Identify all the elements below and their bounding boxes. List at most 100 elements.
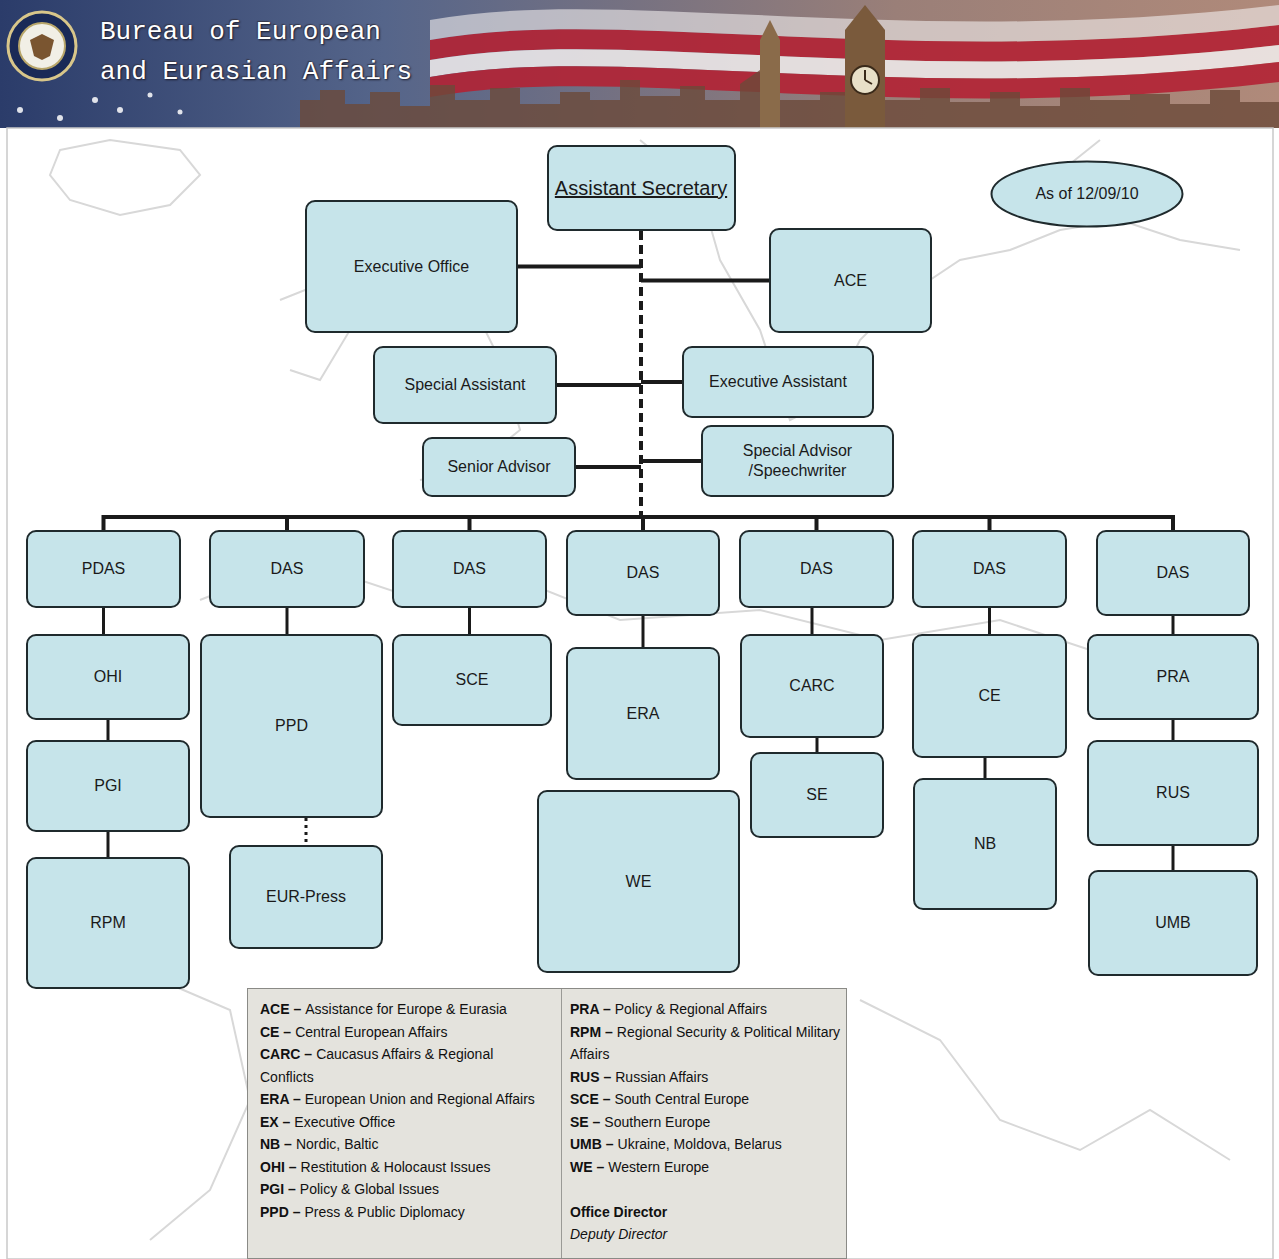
box-label: As of 12/09/10 (1035, 184, 1138, 204)
connector (306, 818, 307, 845)
box-text: DAS (627, 563, 660, 583)
org-box: DAS (392, 530, 547, 608)
box-text: ACE (834, 271, 867, 291)
connector (108, 720, 109, 740)
key-row: UMB –Ukraine, Moldova, Belarus (570, 1133, 846, 1156)
key-row: RPM –Regional Security & Political Milit… (570, 1021, 846, 1066)
key-row: PPD –Press & Public Diplomacy (260, 1201, 542, 1224)
org-box: SE (750, 752, 884, 838)
box-label: Senior Advisor (447, 457, 550, 477)
org-box: PPD (200, 634, 383, 818)
org-box: DAS (1096, 530, 1250, 616)
box-label: UMB (1155, 913, 1191, 933)
box-label: RPM (90, 913, 126, 933)
box-label: DAS (1157, 563, 1190, 583)
connector-segment (557, 383, 641, 387)
org-box: PRA (1087, 634, 1259, 720)
box-label: PRA (1157, 667, 1190, 687)
box-text: PRA (1157, 667, 1190, 687)
connector-segment (641, 517, 1173, 530)
org-box: Senior Advisor (422, 437, 576, 497)
key-gap (570, 1178, 846, 1201)
connector (108, 832, 109, 857)
box-label: ERA (627, 704, 660, 724)
box-text: As of 12/09/10 (1035, 184, 1138, 204)
connector (812, 608, 813, 634)
box-text: DAS (973, 559, 1006, 579)
key-definition: Policy & Global Issues (300, 1181, 439, 1197)
connector (643, 616, 644, 647)
box-text: Executive Assistant (709, 372, 847, 392)
key-abbreviation: RPM – (570, 1024, 613, 1040)
key-abbreviation: NB – (260, 1136, 292, 1152)
key-definition: Press & Public Diplomacy (304, 1204, 464, 1220)
box-label: RUS (1156, 783, 1190, 803)
key-column: PRA –Policy & Regional AffairsRPM –Regio… (561, 989, 846, 1258)
connector (287, 608, 288, 634)
org-box: EUR-Press (229, 845, 383, 949)
key-column: ACE –Assistance for Europe & Eurasia CE –… (260, 989, 542, 1223)
connector (985, 758, 986, 778)
box-label: DAS (800, 559, 833, 579)
box-label: SCE (456, 670, 489, 690)
key-row: SE –Southern Europe (570, 1111, 846, 1134)
abbreviation-key: ACE –Assistance for Europe & Eurasia CE –… (247, 988, 847, 1259)
connector-segment (1172, 846, 1175, 870)
box-label: DAS (453, 559, 486, 579)
box-text: CARC (789, 676, 834, 696)
connector-segment (639, 231, 643, 517)
connector-segment (518, 265, 641, 269)
banner (0, 0, 1279, 128)
connector-segment (107, 720, 110, 740)
box-label: SE (806, 785, 827, 805)
key-row: ACE –Assistance for Europe & Eurasia (260, 998, 542, 1021)
key-abbreviation: PPD – (260, 1204, 300, 1220)
org-box: DAS (566, 530, 720, 616)
box-text: OHI (94, 667, 122, 687)
box-text: EUR-Press (266, 887, 346, 907)
org-box: WE (537, 790, 740, 973)
key-definition: Western Europe (608, 1159, 709, 1175)
box-text: DAS (271, 559, 304, 579)
org-box: DAS (209, 530, 365, 608)
key-abbreviation: CE – (260, 1024, 291, 1040)
connector-segment (639, 231, 643, 517)
connector (518, 231, 641, 267)
org-box: ACE (769, 228, 932, 333)
box-text: PPD (275, 716, 308, 736)
box-label: CARC (789, 676, 834, 696)
key-definition: Executive Office (294, 1114, 395, 1130)
connector (641, 231, 643, 530)
connector-segment (641, 380, 682, 384)
connector-segment (470, 517, 642, 530)
box-text: WE (626, 872, 652, 892)
box-label: Executive Office (354, 257, 469, 277)
key-row: CARC –Caucasus Affairs & Regional Confli… (260, 1043, 542, 1088)
box-text: DAS (1157, 563, 1190, 583)
key-abbreviation: SE – (570, 1114, 600, 1130)
box-label: ACE (834, 271, 867, 291)
box-text: UMB (1155, 913, 1191, 933)
key-row: WE –Western Europe (570, 1156, 846, 1179)
connector (641, 231, 769, 281)
key-definition: Southern Europe (604, 1114, 710, 1130)
connector-segment (641, 279, 769, 283)
org-box: PGI (26, 740, 190, 832)
box-text: ERA (627, 704, 660, 724)
connector-segment (639, 231, 643, 517)
org-box: Assistant Secretary (547, 145, 736, 231)
connector-segment (639, 231, 643, 517)
connector-segment (1172, 720, 1175, 740)
org-box: UMB (1088, 870, 1258, 976)
box-text: RUS (1156, 783, 1190, 803)
connector (641, 231, 682, 382)
box-text: PGI (94, 776, 122, 796)
connector-segment (287, 517, 641, 530)
key-row: EX –Executive Office (260, 1111, 542, 1134)
org-box: ERA (566, 647, 720, 780)
box-label: EUR-Press (266, 887, 346, 907)
connector (469, 608, 470, 634)
connector (557, 231, 641, 385)
org-box: DAS (912, 530, 1067, 608)
connector (989, 608, 990, 634)
